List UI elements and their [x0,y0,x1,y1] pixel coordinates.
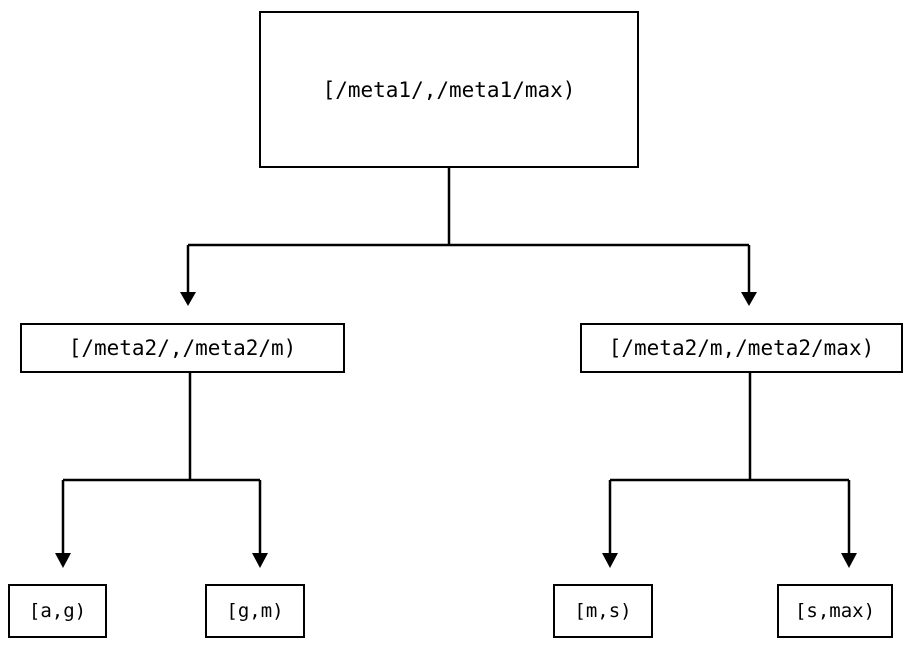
tree-node-mid-right-label: [/meta2/m,/meta2/max) [608,336,875,360]
tree-node-leaf-1[interactable]: [a,g) [8,584,107,638]
tree-node-leaf-1-label: [a,g) [28,600,87,622]
tree-node-mid-left[interactable]: [/meta2/,/meta2/m) [20,323,345,373]
tree-node-leaf-4[interactable]: [s,max) [777,584,893,638]
tree-node-leaf-3[interactable]: [m,s) [553,584,653,638]
arrowhead-to-leaf-4 [841,553,857,568]
arrowhead-to-leaf-3 [602,553,618,568]
tree-node-leaf-2[interactable]: [g,m) [205,584,305,638]
arrowhead-to-leaf-2 [252,553,268,568]
tree-node-root[interactable]: [/meta1/,/meta1/max) [259,11,639,168]
tree-node-leaf-4-label: [s,max) [794,600,876,622]
tree-node-mid-right[interactable]: [/meta2/m,/meta2/max) [580,323,903,373]
tree-node-root-label: [/meta1/,/meta1/max) [322,77,576,102]
tree-node-leaf-3-label: [m,s) [574,600,632,622]
arrowhead-to-leaf-1 [55,553,71,568]
arrowhead-to-mid-right [741,292,757,306]
arrowhead-to-mid-left [180,292,196,306]
tree-node-leaf-2-label: [g,m) [226,600,284,622]
tree-node-mid-left-label: [/meta2/,/meta2/m) [68,336,297,360]
